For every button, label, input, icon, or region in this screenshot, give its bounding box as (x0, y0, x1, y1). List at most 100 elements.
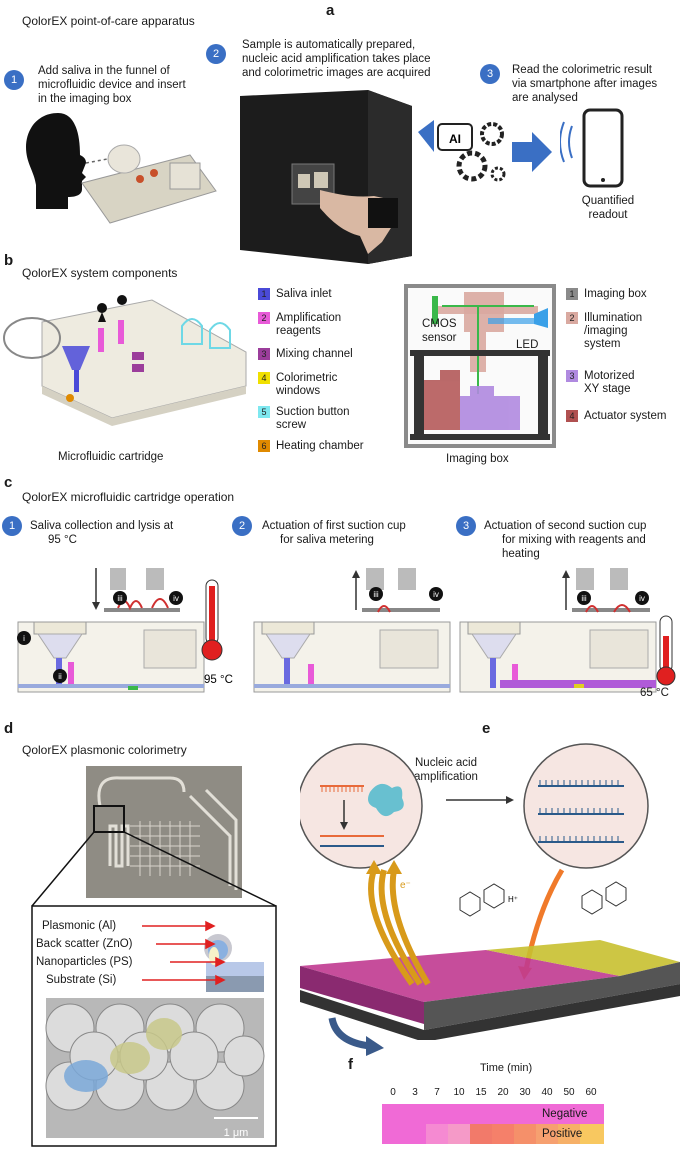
heatmap-cell (514, 1104, 536, 1124)
cmos-label: CMOS sensor (422, 317, 457, 345)
heatmap-axis-title: Time (min) (480, 1062, 533, 1074)
cmos-line: sensor (422, 332, 457, 344)
marker-iv: iv (433, 590, 439, 599)
proton-label: H⁺ (508, 895, 518, 904)
layer-label: Nanoparticles (PS) (36, 956, 133, 968)
panel-letter-a: a (326, 2, 335, 19)
step-badge-c1: 1 (2, 516, 22, 536)
heatmap-tick-label: 10 (453, 1087, 465, 1098)
step-badge-c3: 3 (456, 516, 476, 536)
cartridge-diagram (3, 295, 247, 426)
marker-i: i (23, 634, 25, 643)
molecule-icon (459, 881, 627, 917)
funnel-icon (62, 346, 90, 370)
panel-letter-f: f (348, 1056, 353, 1073)
step-a3-line: are analysed (512, 92, 578, 104)
plasmonic-diagram: 1 μm (31, 766, 277, 1147)
gear-icon (456, 150, 488, 182)
step-a2-line: Sample is automatically prepared, (242, 39, 416, 51)
heatmap-tick-label: 40 (541, 1087, 553, 1098)
cartridge-photo-icon (81, 144, 217, 224)
amplification-label: Nucleic acid amplification (406, 756, 486, 784)
heatmap-cell (580, 1104, 602, 1124)
layer-label: Plasmonic (Al) (42, 920, 117, 932)
heatmap-cell (580, 1124, 602, 1144)
scale-bar-label: 1 μm (224, 1127, 249, 1139)
heatmap-cell (470, 1124, 492, 1144)
panel-b-title: QolorEX system components (22, 266, 178, 280)
step-badge-a2: 2 (206, 44, 226, 64)
heatmap-cell (448, 1104, 470, 1124)
step-c2-text: Actuation of first suction cup for saliv… (262, 519, 406, 547)
step-c3-text: Actuation of second suction cup for mixi… (484, 519, 646, 561)
step-a1-line: in the imaging box (38, 93, 132, 105)
heatmap-tick-label: 0 (390, 1087, 396, 1098)
stage-3: iii iv (459, 568, 676, 693)
heatmap-cell (558, 1104, 580, 1124)
led-label: LED (516, 339, 539, 351)
step-c3-line: Actuation of second suction cup (484, 520, 647, 532)
heatmap-tick-label: 50 (563, 1087, 575, 1098)
heatmap-cell (536, 1124, 558, 1144)
heatmap-cell (426, 1104, 448, 1124)
component-legend-swatch: 3 (258, 348, 270, 360)
step-c1-text: Saliva collection and lysis at 95 °C (30, 519, 173, 547)
thermometer-icon (656, 615, 676, 686)
step-c3-line: heating (502, 548, 540, 560)
thermometer-icon (201, 579, 223, 661)
suction-screw-icon (97, 303, 107, 313)
panel-letter-b: b (4, 252, 14, 269)
component-legend-swatch: 5 (258, 406, 270, 418)
heatmap-cell (492, 1104, 514, 1124)
step-c1-line: Saliva collection and lysis at (30, 520, 174, 532)
cartridge-caption: Microfluidic cartridge (58, 451, 164, 463)
layer-label: Back scatter (ZnO) (36, 938, 133, 950)
heatmap-row-label: Negative (542, 1108, 588, 1120)
smartphone-icon (560, 108, 624, 188)
panel-c-title: QolorEX microfluidic cartridge operation (22, 490, 235, 504)
imaging-legend-label: Imaging box (584, 288, 647, 300)
step-c2-line: Actuation of first suction cup (262, 520, 406, 532)
step-a2-text: Sample is automatically prepared, nuclei… (242, 38, 431, 80)
stage-2: iii iv (253, 568, 451, 693)
ai-label: AI (449, 132, 461, 146)
heatmap-cell (448, 1124, 470, 1144)
head-silhouette-icon (26, 113, 86, 209)
heatmap-row-label: Positive (542, 1128, 583, 1140)
imaging-legend-label: Actuator system (584, 410, 667, 422)
polymerase-icon (368, 783, 404, 817)
heatmap-cell (382, 1104, 404, 1124)
gear-icon (490, 166, 506, 182)
heatmap-cell (492, 1124, 514, 1144)
step-badge-a1: 1 (4, 70, 24, 90)
step-badge-a3: 3 (480, 64, 500, 84)
gear-icon (480, 122, 504, 146)
imaging-legend-swatch: 2 (566, 312, 578, 324)
step-a3-line: via smartphone after images (512, 78, 658, 90)
panel-letter-e: e (482, 720, 491, 737)
heatmap-cell (470, 1104, 492, 1124)
suction-screw-icon (117, 295, 127, 305)
step-a1-line: microfluidic device and insert (38, 79, 186, 91)
panel-letter-c: c (4, 474, 13, 491)
curved-arrow-icon (328, 1017, 384, 1056)
component-legend-label: Mixing channel (276, 348, 353, 360)
step-a1-line: Add saliva in the funnel of (38, 65, 170, 77)
component-legend-swatch: 1 (258, 288, 270, 300)
marker-ii: ii (58, 672, 62, 681)
plasmonic-chip (300, 950, 620, 1002)
panel-d-title: QolorEX plasmonic colorimetry (22, 743, 187, 757)
heatmap-cell (426, 1124, 448, 1144)
step-a3-text: Read the colorimetric result via smartph… (512, 63, 657, 105)
readout-caption: Quantified readout (568, 194, 648, 222)
